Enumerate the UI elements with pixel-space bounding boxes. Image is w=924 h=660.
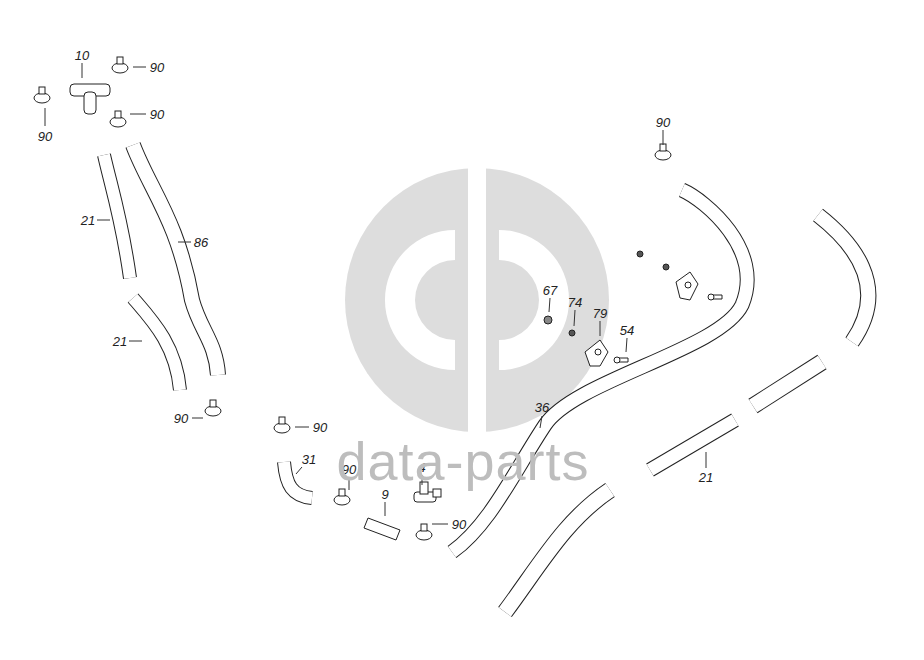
- callout-number: 36: [535, 401, 549, 414]
- hose-outline: [650, 420, 735, 470]
- hose-outline: [104, 155, 130, 278]
- hose-outline: [818, 215, 868, 342]
- clamp-screw: [117, 57, 123, 64]
- callout-number: 54: [620, 324, 634, 337]
- callout-number: 31: [302, 453, 316, 466]
- hose-fill: [650, 420, 735, 470]
- small-parts: [34, 57, 722, 540]
- clamp-screw: [210, 400, 216, 407]
- callout-number: 79: [593, 307, 607, 320]
- callout-number: 21: [113, 335, 127, 348]
- hose-outline: [133, 298, 180, 390]
- callout-number: 9: [381, 488, 388, 501]
- callout-number: 86: [194, 236, 208, 249]
- hose-fill: [753, 362, 822, 406]
- callout-number: 90: [313, 421, 327, 434]
- callout-number: 90: [150, 108, 164, 121]
- clamp-screw: [279, 417, 285, 424]
- clamp-screw: [39, 87, 45, 94]
- hose-outline: [284, 462, 312, 498]
- hose-outline: [505, 490, 610, 612]
- hose-outline: [133, 145, 218, 375]
- clamp-screw: [339, 489, 345, 496]
- leader-lines: [45, 63, 706, 524]
- watermark-text: data-parts: [336, 434, 589, 488]
- hose-drawing: [104, 145, 868, 612]
- callout-number: 21: [81, 214, 95, 227]
- callout-number: 90: [150, 61, 164, 74]
- hose-fill: [505, 490, 610, 612]
- hose-outline: [753, 362, 822, 406]
- callout-number: 90: [174, 412, 188, 425]
- callout-number: 90: [38, 130, 52, 143]
- callout-number: 10: [75, 49, 89, 62]
- clamp-screw: [115, 111, 121, 118]
- clamp-screw: [660, 144, 666, 151]
- hose-fill: [133, 145, 218, 375]
- hose-fill: [104, 155, 130, 278]
- callout-number: 90: [656, 116, 670, 129]
- hose-fill: [818, 215, 868, 342]
- callout-number: 74: [568, 296, 582, 309]
- hose-fill: [284, 462, 312, 498]
- callout-number: 90: [452, 518, 466, 531]
- clamp-screw: [421, 524, 427, 531]
- hose-fill: [133, 298, 180, 390]
- callout-number: 21: [699, 471, 713, 484]
- callout-number: 67: [543, 284, 557, 297]
- watermark-logo: [345, 168, 609, 432]
